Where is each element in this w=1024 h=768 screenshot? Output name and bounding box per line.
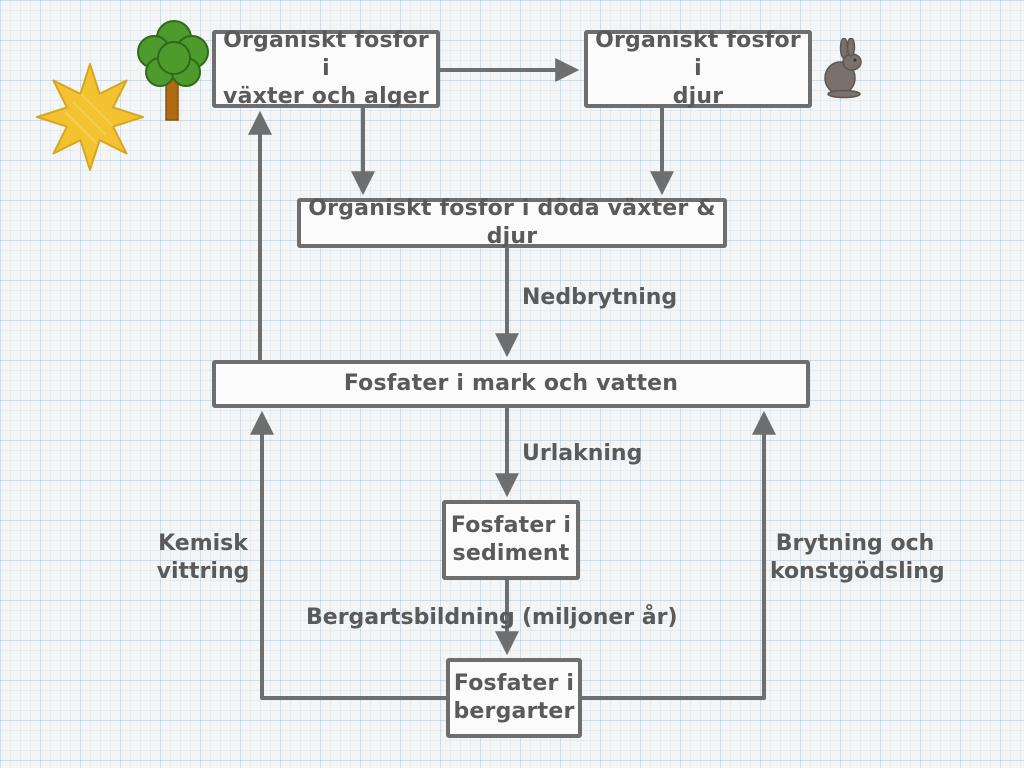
label-mining: Brytning och konstgödsling — [770, 531, 945, 584]
node-dead: Organiskt fosfor i döda växter & djur — [297, 196, 727, 249]
node-rock: Fosfater i bergarter — [446, 658, 582, 738]
node-plants: Organiskt fosfor i växter och alger — [212, 28, 440, 109]
node-soil-label: Fosfater i mark och vatten — [343, 371, 679, 396]
label-million-years: (miljoner år) — [522, 605, 678, 630]
label-leaching: Urlakning — [522, 441, 643, 466]
node-plants-label: Organiskt fosfor i växter och alger — [223, 28, 429, 109]
rabbit-icon — [824, 38, 862, 99]
node-rock-label: Fosfater i bergarter — [453, 671, 575, 724]
node-sediment-label: Fosfater i sediment — [450, 513, 572, 566]
label-weathering: Kemisk vittring — [156, 531, 250, 584]
arrow-mining — [580, 410, 776, 700]
label-decomposition: Nedbrytning — [522, 285, 678, 310]
node-soil: Fosfater i mark och vatten — [212, 360, 810, 408]
arrow-weathering — [250, 410, 448, 700]
tree-icon — [137, 20, 209, 121]
node-animals-label: Organiskt fosfor i djur — [595, 28, 801, 109]
sun-icon — [36, 63, 144, 171]
node-animals: Organiskt fosfor i djur — [584, 28, 812, 109]
label-rock-formation: Bergartsbildning — [306, 605, 515, 630]
node-sediment: Fosfater i sediment — [442, 500, 580, 580]
node-dead-label: Organiskt fosfor i döda växter & djur — [308, 196, 716, 249]
